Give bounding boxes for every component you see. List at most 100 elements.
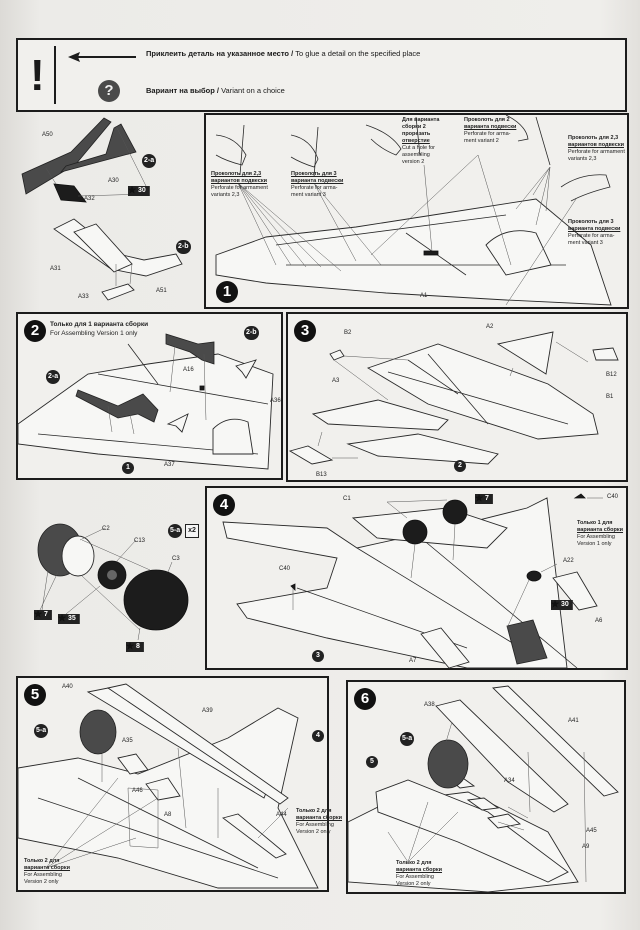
glue-legend-text: Приклеить деталь на указанное место / To… [146, 49, 420, 58]
choice-text-en: Variant on a choice [221, 86, 285, 95]
separator: / [289, 49, 296, 58]
step-4-drawing [222, 493, 603, 669]
part-label-A40: A40 [62, 684, 73, 690]
part-label-C13: C13 [134, 538, 146, 544]
step-1-drawing [215, 114, 612, 306]
part-label-A32: A32 [84, 196, 95, 202]
ref-badge-5: 5 [366, 756, 378, 768]
part-label-A3: A3 [332, 378, 340, 384]
part-label-A33: A33 [78, 294, 89, 300]
step-number-6: 6 [354, 688, 376, 710]
badge-2b: 2-b [244, 326, 259, 340]
step-3-panel: 3 B2 A2 A3 B12 B1 B13 2 [286, 312, 628, 482]
paint-ref-30: 30 [128, 186, 150, 196]
part-label-A30: A30 [108, 178, 119, 184]
part-label-A39: A39 [202, 708, 213, 714]
part-label-C1: C1 [343, 496, 351, 502]
part-label-A45: A45 [586, 828, 597, 834]
subassembly-2ab: A50 A30 A32 2-a 30 A31 A51 A33 2-b [16, 114, 206, 314]
part-label-C40-top: C40 [607, 494, 619, 500]
part-label-A38: A38 [424, 702, 435, 708]
step-6-drawing [347, 685, 619, 893]
subassembly-badge-5a: 5-a [168, 524, 183, 538]
quantity-x2: x2 [185, 524, 199, 538]
choice-text-ru: Вариант на выбор [146, 86, 215, 95]
step-number-2: 2 [24, 320, 46, 342]
paint-ref-7: 7 [34, 610, 52, 620]
glue-text-en: To glue a detail on the specified place [295, 49, 421, 58]
subassembly-5a-drawing [37, 523, 189, 641]
choice-legend-text: Вариант на выбор / Variant on a choice [146, 86, 285, 95]
part-label-A50: A50 [42, 132, 53, 138]
part-label-C3: C3 [172, 556, 180, 562]
part-label-C2: C2 [102, 526, 110, 532]
part-label-A22: A22 [563, 558, 574, 564]
badge-5a: 5-a [34, 724, 49, 738]
part-label-A44: A44 [276, 812, 287, 818]
paint-ref-30: 30 [551, 600, 573, 610]
part-label-A34: A34 [504, 778, 515, 784]
step-5-drawing [17, 683, 319, 889]
glue-arrow-icon [68, 52, 136, 62]
step-number-5: 5 [24, 684, 46, 706]
part-label-A6: A6 [595, 618, 603, 624]
part-label-A46: A46 [132, 788, 143, 794]
subassembly-2ab-drawing [21, 117, 183, 301]
badge-5a: 5-a [400, 732, 415, 746]
question-choice-icon: ? [98, 80, 120, 102]
part-label-B2: B2 [344, 330, 352, 336]
subassembly-5a: 5-a x2 C2 C13 C3 7 35 8 [20, 500, 210, 660]
step-number-3: 3 [294, 320, 316, 342]
separator: / [214, 86, 222, 95]
ref-badge-2: 2 [454, 460, 466, 472]
badge-2a: 2-a [46, 370, 61, 384]
part-label-B1: B1 [606, 394, 614, 400]
part-label-B13: B13 [316, 472, 327, 478]
part-label-A35: A35 [122, 738, 133, 744]
part-label-A51: A51 [156, 288, 167, 294]
paint-ref-7: 7 [475, 494, 493, 504]
part-label-A7: A7 [409, 658, 417, 664]
part-label-A9: A9 [582, 844, 590, 850]
subassembly-badge-2b: 2-b [176, 240, 191, 254]
part-label-A8: A8 [164, 812, 172, 818]
part-label-A37: A37 [164, 462, 175, 468]
part-label-A36: A36 [270, 398, 281, 404]
part-label-A41: A41 [568, 718, 579, 724]
step-number-1: 1 [216, 281, 238, 303]
step-2-drawing [17, 333, 274, 470]
part-label-A16: A16 [183, 367, 194, 373]
glue-exclamation-icon: ! [30, 51, 45, 100]
part-label-A1: A1 [420, 293, 428, 299]
subassembly-badge-2a: 2-a [142, 154, 157, 168]
part-label-B12: B12 [606, 372, 617, 378]
ref-badge-3: 3 [312, 650, 324, 662]
step-3-drawing [288, 331, 619, 465]
step-4-panel: 4 C1 C40 C40 A22 A6 A7 7 30 3 Только 1 д… [205, 486, 628, 670]
ref-badge-4: 4 [312, 730, 324, 742]
paint-ref-8: 8 [126, 642, 144, 652]
step-number-4: 4 [213, 494, 235, 516]
part-label-A2: A2 [486, 324, 494, 330]
legend-box: ! Приклеить деталь на указанное место / … [16, 38, 627, 112]
part-label-C40-wing: C40 [279, 566, 291, 572]
ref-badge-1: 1 [122, 462, 134, 474]
part-label-A31: A31 [50, 266, 61, 272]
paint-ref-35: 35 [58, 614, 80, 624]
step-5-panel: 5 5-a 4 A40 A39 A35 A46 A8 A44 Только 2 … [16, 676, 342, 892]
